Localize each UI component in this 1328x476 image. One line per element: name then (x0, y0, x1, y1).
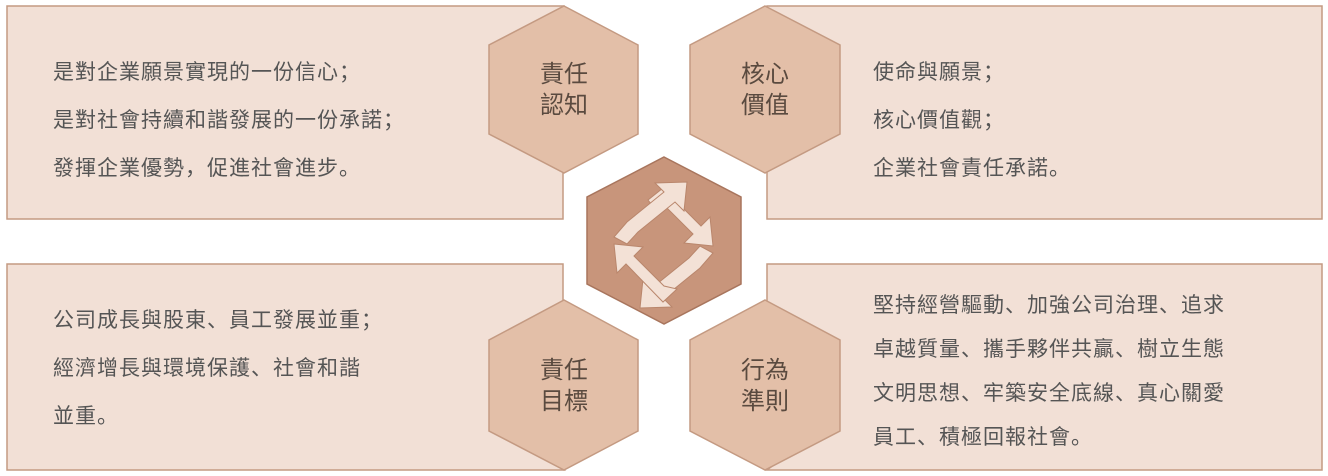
text-line: 是對企業願景實現的一份信心； (53, 60, 361, 84)
panel-text-bottom-right: 堅持經營驅動、加強公司治理、追求 卓越質量、攜手夥伴共贏、樹立生態 文明思想、牢… (873, 283, 1225, 459)
panel-text-bottom-left: 公司成長與股東、員工發展並重； 經濟增長與環境保護、社會和諧 並重。 (53, 296, 383, 440)
text-line: 並重。 (53, 404, 119, 428)
hexagon-label-bottom-left: 責任 目標 (504, 355, 624, 417)
hexagon-label-line: 準則 (741, 387, 789, 415)
hexagon-bottom-right (689, 299, 841, 471)
text-line: 使命與願景； (873, 60, 1005, 84)
text-line: 發揮企業優勢，促進社會進步。 (53, 156, 361, 180)
hexagon-label-top-right: 核心 價值 (705, 59, 825, 121)
panel-text-top-left: 是對企業願景實現的一份信心； 是對社會持續和諧發展的一份承諾； 發揮企業優勢，促… (53, 48, 405, 192)
hexagon-label-line: 核心 (741, 60, 789, 88)
hexagon-bottom-left (488, 299, 639, 471)
panel-text-top-right: 使命與願景； 核心價值觀； 企業社會責任承諾。 (873, 48, 1071, 192)
text-line: 企業社會責任承諾。 (873, 156, 1071, 180)
center-hexagon (586, 156, 742, 325)
text-line: 堅持經營驅動、加強公司治理、追求 (873, 293, 1225, 317)
hexagon-top-right (689, 5, 841, 174)
hexagon-label-line: 行為 (741, 356, 789, 384)
text-line: 員工、積極回報社會。 (873, 425, 1093, 449)
hexagon-label-line: 認知 (540, 91, 588, 119)
hexagon-label-bottom-right: 行為 準則 (705, 355, 825, 417)
text-line: 卓越質量、攜手夥伴共贏、樹立生態 (873, 337, 1225, 361)
text-line: 文明思想、牢築安全底線、真心關愛 (873, 381, 1225, 405)
hexagon-top-left (488, 5, 639, 174)
text-line: 核心價值觀； (873, 108, 1005, 132)
hexagon-label-top-left: 責任 認知 (504, 59, 624, 121)
text-line: 經濟增長與環境保護、社會和諧 (53, 356, 361, 380)
hexagon-label-line: 目標 (540, 387, 588, 415)
hexagon-label-line: 價值 (741, 91, 789, 119)
text-line: 是對社會持續和諧發展的一份承諾； (53, 108, 405, 132)
hexagon-label-line: 責任 (540, 60, 588, 88)
hexagon-label-line: 責任 (540, 356, 588, 384)
cycle-arrows-icon (613, 181, 714, 309)
text-line: 公司成長與股東、員工發展並重； (53, 308, 383, 332)
